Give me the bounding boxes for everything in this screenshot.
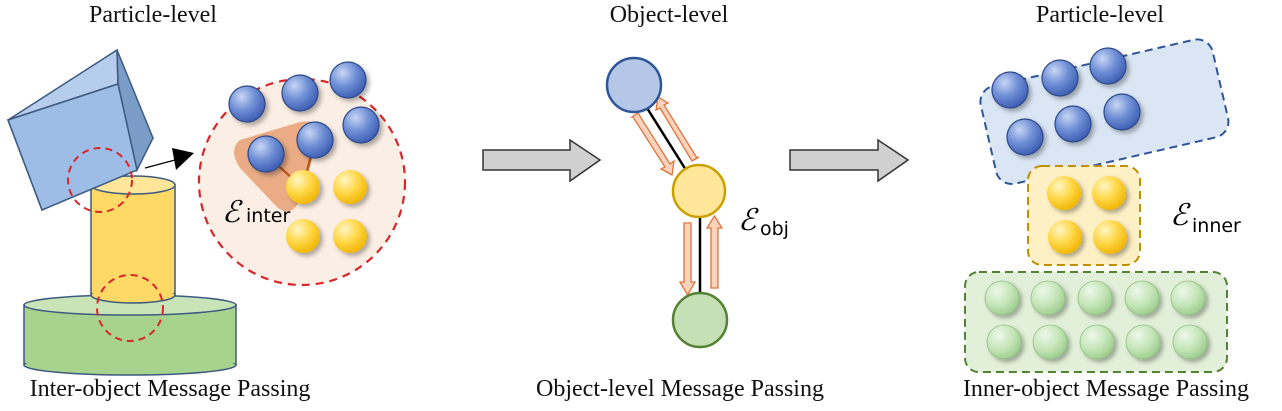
middle-top-label: Object-level bbox=[609, 2, 729, 28]
blue-particle bbox=[296, 121, 334, 159]
yellow-particle bbox=[333, 219, 367, 253]
edge-symbol-obj: ℰ bbox=[738, 203, 759, 238]
green-base-cylinder bbox=[23, 294, 237, 376]
object-node-green bbox=[671, 291, 729, 349]
message-arrows-bottom bbox=[678, 214, 724, 297]
yellow-particle bbox=[333, 170, 367, 204]
yellow-particle-group bbox=[1027, 165, 1141, 266]
yellow-particle bbox=[286, 170, 320, 204]
edge-subscript-inner: inner bbox=[1192, 215, 1241, 237]
blue-particle bbox=[281, 74, 319, 112]
right-top-label: Particle-level bbox=[1036, 2, 1164, 28]
edge-subscript-obj: obj bbox=[760, 218, 789, 240]
edge-symbol-inner: ℰ bbox=[1170, 198, 1191, 233]
edge-subscript-inter: inter bbox=[246, 205, 290, 227]
contact-zone-lower bbox=[96, 274, 164, 342]
blue-particle bbox=[247, 135, 285, 173]
green-particle-group bbox=[964, 271, 1228, 373]
object-node-blue bbox=[605, 56, 663, 114]
middle-bottom-label: Object-level Message Passing bbox=[536, 376, 824, 402]
blue-particle bbox=[228, 85, 266, 123]
yellow-cylinder bbox=[90, 175, 176, 304]
flow-arrow-1 bbox=[482, 138, 602, 183]
yellow-particle bbox=[286, 219, 320, 253]
blue-particle bbox=[329, 61, 367, 99]
zoomed-particle-view bbox=[197, 61, 407, 287]
object-node-yellow bbox=[671, 163, 727, 219]
blue-particle-group bbox=[979, 38, 1230, 186]
message-arrows-top bbox=[629, 95, 700, 177]
flow-arrow-2 bbox=[789, 138, 910, 183]
zoom-arrow bbox=[144, 148, 194, 170]
left-top-label: Particle-level bbox=[89, 2, 217, 28]
contact-zone-upper bbox=[67, 147, 133, 213]
blue-particle bbox=[342, 106, 380, 144]
object-graph bbox=[605, 56, 729, 349]
right-bottom-label: Inner-object Message Passing bbox=[962, 376, 1250, 402]
left-bottom-label: Inter-object Message Passing bbox=[29, 376, 311, 402]
blue-cube bbox=[7, 48, 155, 212]
edge-symbol-inter: ℰ bbox=[222, 195, 243, 230]
